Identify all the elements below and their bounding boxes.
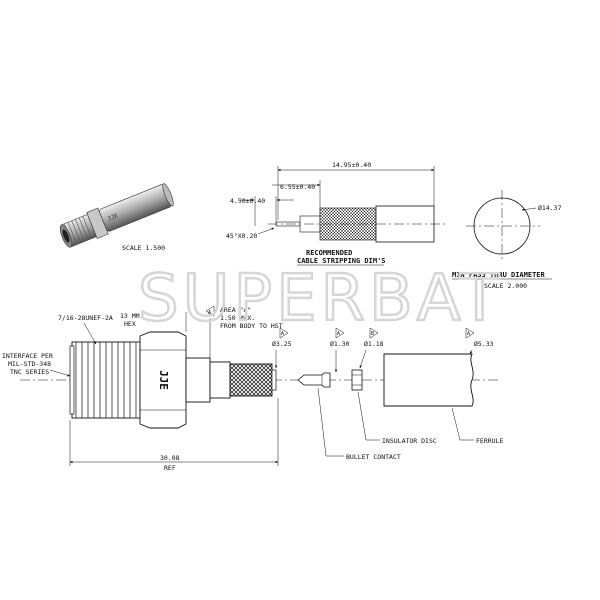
insulator-disc-label: INSULATOR DISC <box>382 437 437 445</box>
interface-label-3: TNC SERIES <box>10 368 49 376</box>
callout-dia-325: A Ø3.25 <box>272 327 292 369</box>
chamfer-label: 45°X0.20 <box>226 232 257 240</box>
thread-label: 7/16-28UNEF-2A <box>58 314 113 322</box>
bullet-contact-label: BULLET CONTACT <box>346 453 401 461</box>
dim-conductor-length: 4.50±0.40 <box>230 197 265 205</box>
crimp-knurl <box>229 363 273 397</box>
svg-text:JJE: JJE <box>107 212 120 223</box>
area-callout: A <box>208 310 211 316</box>
svg-text:B: B <box>371 331 374 337</box>
svg-text:A: A <box>281 331 284 337</box>
area-label-2: 1.50 MAX. <box>220 314 255 322</box>
connector-assembly: JJE <box>20 331 500 429</box>
area-label-3: FROM BODY TO HST <box>220 322 283 330</box>
dim-braid-length: 6.55±0.40 <box>280 183 315 191</box>
bullet-contact <box>297 372 331 388</box>
body-mark: JJE <box>157 370 170 390</box>
hex-size-label: 13 MM <box>120 312 140 320</box>
callout-dia-118: B Ø1.18 <box>359 327 384 369</box>
stripping-title-line1: RECOMMENDED <box>306 249 352 257</box>
pass-thru-title: MIN PASS THRU DIAMETER <box>452 271 546 279</box>
pass-thru-scale: SCALE 2.000 <box>484 282 527 290</box>
dim-total-length: 14.95±0.40 <box>332 161 371 169</box>
hex-body <box>139 331 187 429</box>
svg-text:Ø3.25: Ø3.25 <box>272 340 292 348</box>
main-annotations: 7/16-28UNEF-2A 13 MM HEX A AREA "A" 1.50… <box>2 305 503 472</box>
pass-thru-diameter: Ø14.37 <box>538 204 562 212</box>
callout-dia-533: A Ø5.33 <box>465 327 494 355</box>
overall-length: 30.08 <box>160 454 180 462</box>
watermark: SUPERBAT <box>138 262 503 336</box>
callout-dia-130: A Ø1.30 <box>330 327 350 373</box>
stripping-title-line2: CABLE STRIPPING DIM'S <box>297 257 386 265</box>
ferrule-label: FERRULE <box>476 437 503 445</box>
svg-text:A: A <box>467 331 470 337</box>
svg-text:Ø1.30: Ø1.30 <box>330 340 350 348</box>
ferrule <box>383 353 474 407</box>
insulator-disc <box>351 369 363 391</box>
hex-label: HEX <box>124 320 136 328</box>
overall-length-ref: REF <box>164 464 176 472</box>
pass-thru-diagram: Ø14.37 MIN PASS THRU DIAMETER SCALE 2.00… <box>452 190 562 290</box>
interface-label-1: INTERFACE PER <box>2 352 53 360</box>
cable-stripping-diagram: 14.95±0.40 6.55±0.40 4.50±0.40 45°X0.20 … <box>226 161 446 266</box>
product-render: JJE SCALE 1.500 <box>59 183 174 252</box>
svg-text:Ø5.33: Ø5.33 <box>474 340 494 348</box>
interface-label-2: MIL-STD-348 <box>8 360 51 368</box>
svg-text:A: A <box>337 331 340 337</box>
render-scale-label: SCALE 1.500 <box>122 244 165 252</box>
svg-text:Ø1.18: Ø1.18 <box>364 340 384 348</box>
area-label-1: AREA "A" <box>220 306 251 314</box>
